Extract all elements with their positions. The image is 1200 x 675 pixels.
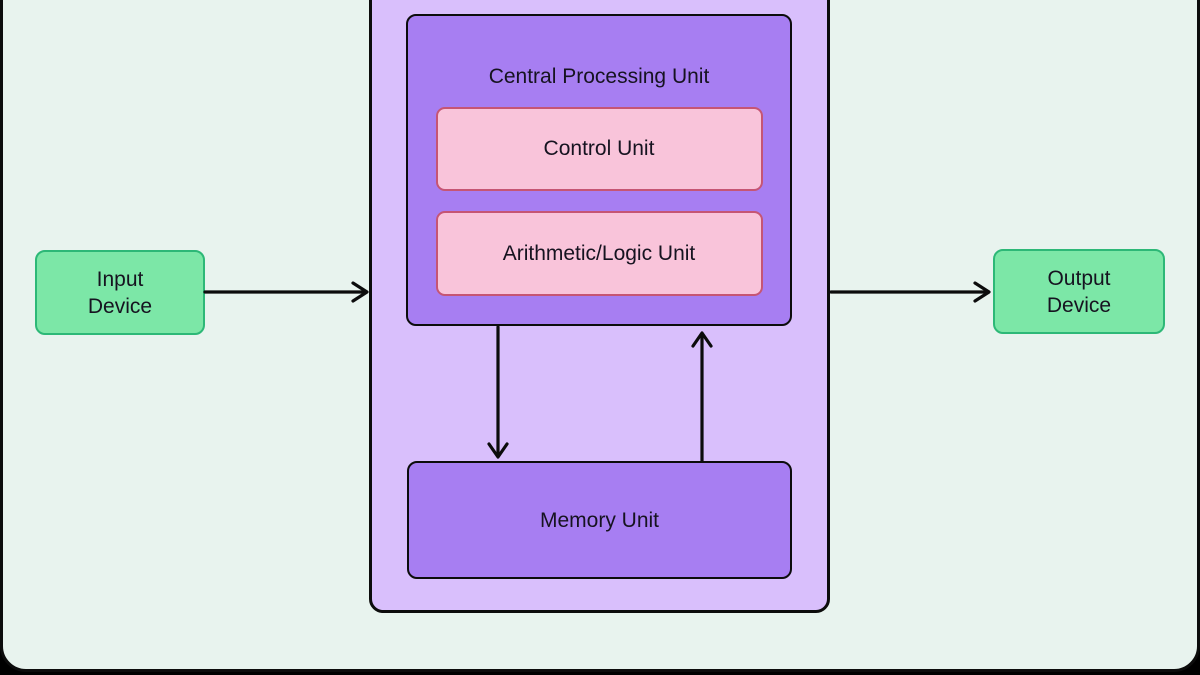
memory-unit-label: Memory Unit <box>539 508 660 532</box>
memory-unit-box: Memory Unit <box>407 461 792 579</box>
arithmetic-logic-unit-box: Arithmetic/Logic Unit <box>435 210 763 296</box>
cpu-title: Central Processing Unit <box>488 65 710 88</box>
input-device-label: Input Device <box>87 267 153 318</box>
output-device-box: Output Device <box>993 249 1165 334</box>
control-unit-label: Control Unit <box>543 137 655 160</box>
output-device-label: Output Device <box>1046 266 1112 317</box>
input-device-box: Input Device <box>35 250 205 335</box>
control-unit-box: Control Unit <box>435 106 763 191</box>
arithmetic-logic-unit-label: Arithmetic/Logic Unit <box>502 241 696 265</box>
cpu-box: Central Processing Unit Control Unit Ari… <box>406 14 792 326</box>
